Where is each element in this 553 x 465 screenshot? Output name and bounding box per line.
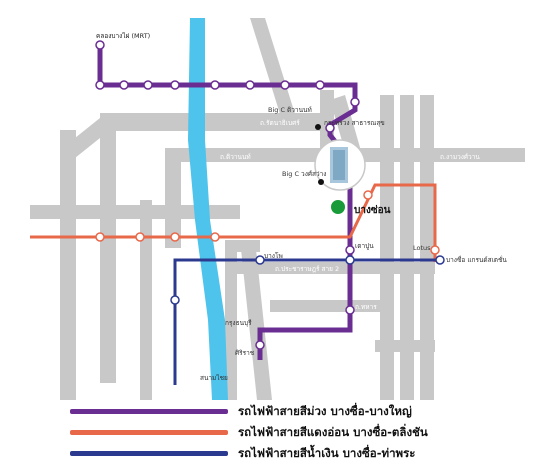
station-marker[interactable]	[345, 255, 355, 265]
blue-stations	[170, 255, 445, 305]
road-network	[30, 18, 525, 400]
legend: รถไฟฟ้าสายสีม่วง บางซื่อ-บางใหญ่ รถไฟฟ้า…	[70, 402, 540, 465]
station-marker[interactable]	[363, 190, 373, 200]
landmark-dot	[318, 179, 324, 185]
station-marker[interactable]	[143, 80, 153, 90]
landmark-label-krungthon: กรุงธนบุรี	[225, 319, 252, 327]
landmark-label-lotus: Lotus	[413, 244, 431, 252]
legend-label-blue: รถไฟฟ้าสายสีน้ำเงิน บางซื่อ-ท่าพระ	[238, 445, 416, 460]
legend-item-purple: รถไฟฟ้าสายสีม่วง บางซื่อ-บางใหญ่	[70, 402, 540, 421]
legend-label-purple: รถไฟฟ้าสายสีม่วง บางซื่อ-บางใหญ่	[238, 403, 412, 418]
station-label: คลองบางไผ่ (MRT)	[96, 32, 150, 40]
station-marker[interactable]	[345, 305, 355, 315]
landmark-label-ministry: กระทรวง สาธารณสุข	[324, 119, 385, 127]
station-marker[interactable]	[280, 80, 290, 90]
station-marker[interactable]	[350, 97, 360, 107]
station-marker[interactable]	[170, 295, 180, 305]
station-marker[interactable]	[430, 245, 440, 255]
legend-swatch-red	[70, 430, 228, 435]
landmark-label-sanam: สนามไชย	[200, 374, 228, 382]
landmark-label-bigc-tiwanon: Big C ติวานนท์	[268, 106, 312, 114]
station-marker[interactable]	[255, 340, 265, 350]
legend-item-blue: รถไฟฟ้าสายสีน้ำเงิน บางซื่อ-ท่าพระ	[70, 444, 540, 463]
station-marker[interactable]	[435, 255, 445, 265]
chao-phraya-river	[188, 18, 228, 400]
project-label: บางซ่อน	[354, 204, 391, 216]
road-label-thahan: ถ.ทหาร	[355, 303, 377, 311]
station-marker[interactable]	[170, 232, 180, 242]
road-label-tiwanon: ถ.ติวานนท์	[220, 153, 251, 161]
legend-item-red: รถไฟฟ้าสายสีแดงอ่อน บางซื่อ-ตลิ่งชัน	[70, 423, 540, 442]
landmark-label-bigc-wongsawang: Big C วงศ์สว่าง	[282, 170, 326, 178]
red-stations	[95, 190, 440, 255]
station-marker[interactable]	[210, 80, 220, 90]
station-marker[interactable]	[95, 232, 105, 242]
landmark-label-bangpho: บางโพ	[264, 252, 283, 260]
project-building	[314, 139, 366, 216]
purple-stations	[95, 40, 360, 350]
road-label-ratanathibet: ถ.รัตนาธิเบศร์	[260, 119, 300, 127]
road-label-ngamwongwan: ถ.งามวงศ์วาน	[440, 153, 480, 161]
landmark-dot	[315, 124, 321, 130]
station-marker[interactable]	[95, 40, 105, 50]
landmark-label-bangsue-grand: บางซื่อ แกรนด์สเตชั่น	[446, 255, 507, 264]
red-line	[30, 183, 437, 262]
station-marker[interactable]	[315, 80, 325, 90]
station-marker[interactable]	[170, 80, 180, 90]
landmark-label-taopoon: เตาปูน	[355, 242, 374, 250]
station-marker[interactable]	[210, 232, 220, 242]
project-pin[interactable]	[329, 198, 347, 216]
station-marker[interactable]	[255, 255, 265, 265]
station-marker[interactable]	[119, 80, 129, 90]
landmark-label-siriraj: ศิริราช	[235, 349, 255, 357]
legend-swatch-purple	[70, 409, 228, 414]
station-marker[interactable]	[135, 232, 145, 242]
station-marker[interactable]	[345, 245, 355, 255]
legend-swatch-blue	[70, 451, 228, 456]
road-label-pracharat: ถ.ประชาราษฎร์ สาย 2	[275, 265, 339, 273]
station-marker[interactable]	[95, 80, 105, 90]
route-map: บางซ่อน ถ.รัตนาธิเบศร์ ถ.ติวานนท์ ถ.ประช…	[30, 18, 525, 400]
legend-label-red: รถไฟฟ้าสายสีแดงอ่อน บางซื่อ-ตลิ่งชัน	[238, 424, 428, 439]
station-marker[interactable]	[325, 123, 335, 133]
station-marker[interactable]	[245, 80, 255, 90]
